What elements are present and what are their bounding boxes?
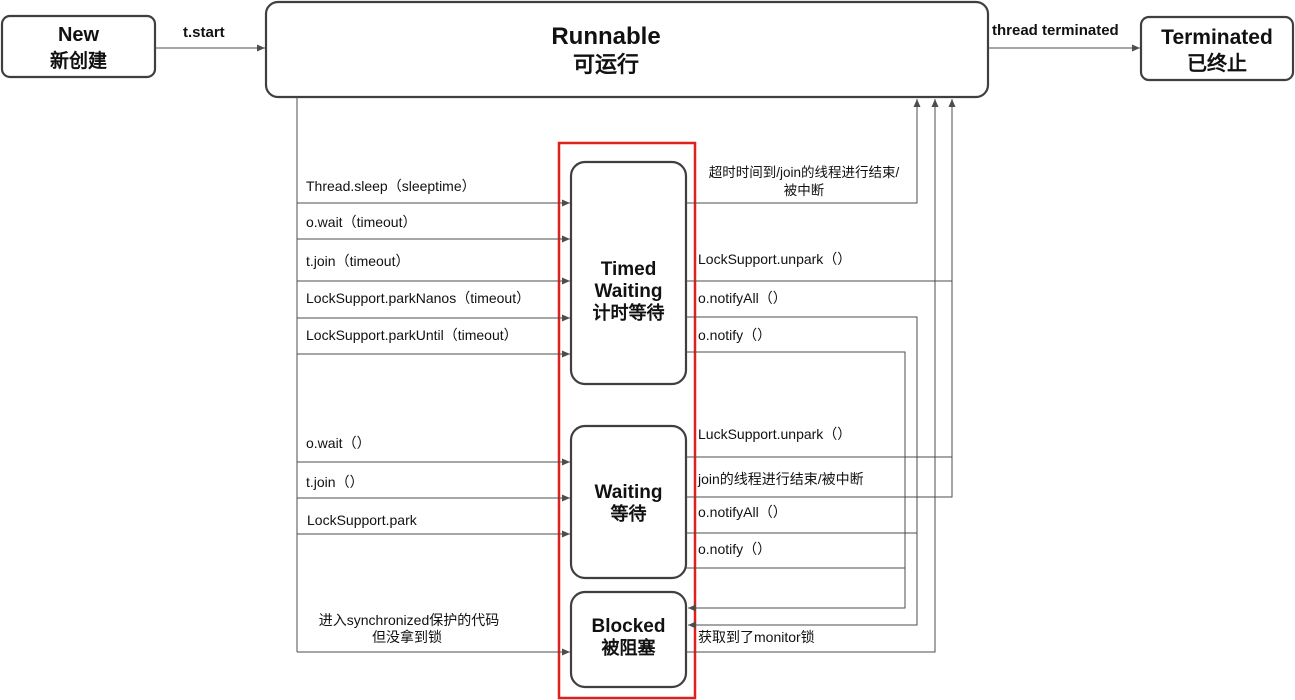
state-terminated-subtitle: 已终止 (1187, 51, 1247, 75)
state-timed-waiting: Timed Waiting 计时等待 (569, 160, 688, 386)
state-runnable-subtitle: 可运行 (573, 52, 639, 77)
arrow-join-end-return (686, 99, 956, 498)
label-timeout-1: 超时时间到/join的线程进行结束/ (709, 165, 900, 180)
state-terminated-title: Terminated (1161, 26, 1273, 49)
state-new: New 新创建 (0, 14, 157, 79)
label-w-join-end: join的线程进行结束/被中断 (697, 471, 864, 487)
state-new-subtitle: 新创建 (50, 49, 107, 72)
label-w-notify-all: o.notifyAll（） (698, 504, 787, 520)
label-wait-timeout: o.wait（timeout） (306, 214, 416, 230)
label-park-until: LockSupport.parkUntil（timeout） (306, 327, 518, 343)
state-runnable-box (264, 0, 990, 99)
label-wait: o.wait（） (306, 435, 371, 451)
state-blocked: Blocked 被阻塞 (569, 590, 688, 689)
state-blocked-title: Blocked (592, 616, 666, 637)
label-park-nanos: LockSupport.parkNanos（timeout） (306, 290, 530, 306)
state-new-title: New (58, 24, 100, 46)
label-park: LockSupport.park (307, 512, 418, 528)
state-runnable-title: Runnable (551, 23, 660, 50)
state-new-box (0, 14, 157, 79)
state-blocked-subtitle: 被阻塞 (602, 637, 657, 658)
label-tw-notify: o.notify（） (698, 327, 771, 343)
arrow-notify-to-blocked (686, 351, 906, 612)
label-monitor-acquired: 获取到了monitor锁 (698, 629, 815, 645)
state-timed-waiting-title-2: Waiting (595, 281, 663, 302)
label-start: t.start (183, 24, 225, 41)
label-timeout-2: 被中断 (784, 183, 825, 198)
label-terminate: thread terminated (992, 22, 1119, 39)
state-waiting-title: Waiting (595, 482, 663, 503)
highlight-frame (557, 141, 697, 700)
state-blocked-box (569, 590, 688, 689)
state-runnable: Runnable 可运行 (264, 0, 990, 99)
label-join: t.join（） (306, 474, 364, 490)
label-enter-synchronized-1: 进入synchronized保护的代码 (319, 612, 500, 628)
label-join-timeout: t.join（timeout） (306, 253, 409, 269)
label-w-notify: o.notify（） (698, 541, 771, 557)
arrow-notify-all-to-blocked (686, 316, 918, 629)
arrow-timeout-return (686, 99, 921, 204)
label-w-unpark: LuckSupport.unpark（） (698, 426, 851, 442)
arrow-monitor-acquired (686, 99, 939, 653)
state-timed-waiting-subtitle: 计时等待 (593, 302, 665, 323)
label-enter-synchronized-2: 但没拿到锁 (372, 629, 442, 645)
label-sleep: Thread.sleep（sleeptime） (306, 178, 476, 194)
state-waiting-subtitle: 等待 (611, 503, 647, 524)
state-terminated: Terminated 已终止 (1139, 15, 1295, 82)
state-terminated-box (1139, 15, 1295, 82)
label-tw-notify-all: o.notifyAll（） (698, 290, 787, 306)
state-waiting-box (569, 424, 688, 580)
label-tw-unpark: LockSupport.unpark（） (698, 251, 851, 267)
state-waiting: Waiting 等待 (569, 424, 688, 580)
state-timed-waiting-title-1: Timed (601, 259, 657, 280)
state-timed-waiting-box (569, 160, 688, 386)
